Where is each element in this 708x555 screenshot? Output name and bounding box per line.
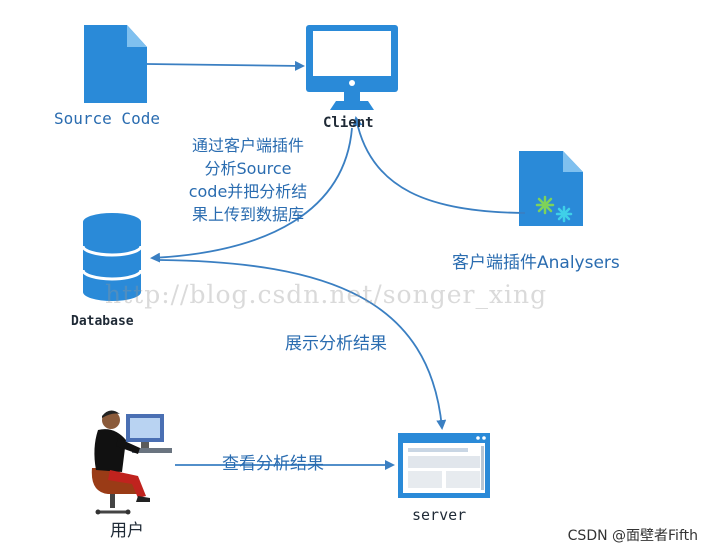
user-label: 用户 xyxy=(110,521,144,541)
csdn-footer: CSDN @面壁者Fifth xyxy=(567,528,698,544)
database-label: Database xyxy=(71,314,134,329)
sparkle-cyan-icon xyxy=(555,205,573,223)
user-to-server-label: 查看分析结果 xyxy=(222,454,324,474)
monitor-icon xyxy=(306,25,398,110)
sparkle-green-icon xyxy=(535,195,555,215)
edge-source-to-client xyxy=(146,60,305,71)
edge-analysers-to-client xyxy=(352,116,526,214)
client-label: Client xyxy=(323,115,374,131)
database-to-server-label: 展示分析结果 xyxy=(285,334,387,354)
note-line: 通过客户端插件 xyxy=(191,136,304,155)
document-icon xyxy=(84,25,147,103)
database-icon xyxy=(81,213,143,301)
note-line: 果上传到数据库 xyxy=(191,205,304,224)
plugin-document-icon xyxy=(519,151,583,226)
server-label: server xyxy=(412,506,467,524)
client-to-database-note: 通过客户端插件 分析Source code并把分析结 果上传到数据库 xyxy=(168,134,328,226)
blog-watermark: http://blog.csdn.net/songer_xing xyxy=(105,280,548,309)
user-at-computer-icon xyxy=(91,410,172,515)
note-line: 分析Source xyxy=(204,159,292,178)
analysers-label: 客户端插件Analysers xyxy=(452,253,620,273)
source-code-label: Source Code xyxy=(54,109,160,128)
browser-window-icon xyxy=(398,433,490,498)
edge-client-to-database xyxy=(150,127,353,263)
edge-database-to-server xyxy=(159,259,447,430)
note-line: code并把分析结 xyxy=(188,182,308,201)
